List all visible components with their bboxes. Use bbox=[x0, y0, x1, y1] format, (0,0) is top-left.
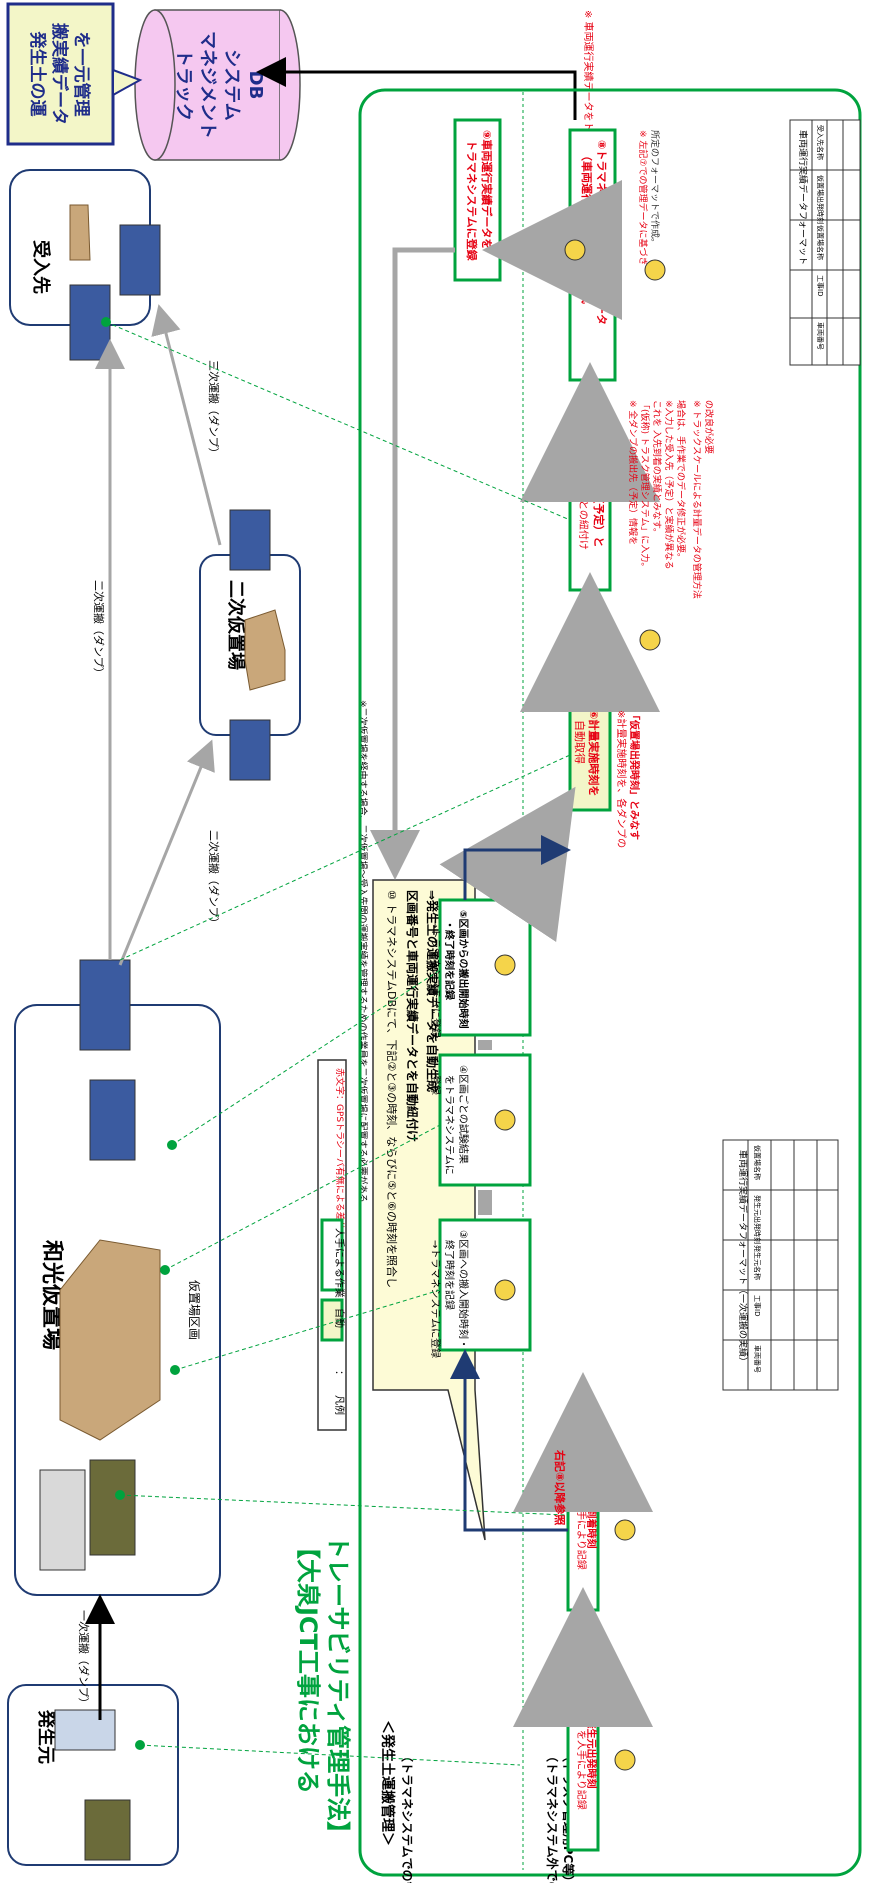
db-label-4: DB bbox=[245, 71, 266, 100]
svg-text:⑩ トラマネシステムDBにて、下記②と③の時刻、ならびに⑤と: ⑩ トラマネシステムDBにて、下記②と③の時刻、ならびに⑤と⑥の時刻を照合し bbox=[385, 890, 399, 1288]
page-title: 【大泉JCT工事における トレーサビリティ管理手法】 bbox=[294, 1535, 352, 1845]
step-6-text: ⑥計量実施時刻を bbox=[587, 710, 601, 796]
table1-title: 車両運行実績データフォーマット（一次運搬の実績） bbox=[737, 1150, 749, 1366]
svg-text:※ 左記⑦での管理データに基づき: ※ 左記⑦での管理データに基づき bbox=[637, 130, 649, 265]
database-cylinder: トラック マネジメント システム DB bbox=[135, 10, 300, 160]
wako-out-truck-icon bbox=[80, 960, 130, 1050]
legend-red-note: 赤文字：GPSトラシーバ有無による差分 bbox=[334, 1068, 346, 1230]
origin-truck-icon bbox=[85, 1800, 130, 1860]
svg-text:「(仮称) トラスク管理システム」に入力。: 「(仮称) トラスク管理システム」に入力。 bbox=[639, 400, 651, 571]
callout-text-1: 発生土の運 bbox=[27, 31, 48, 117]
callout-text-3: を一元管理 bbox=[71, 32, 92, 117]
svg-text:→トラマネシステムに登録: →トラマネシステムに登録 bbox=[429, 920, 442, 1038]
svg-text:（トラマネシステムでの管理）: （トラマネシステムでの管理） bbox=[400, 1750, 415, 1883]
table2-format: 車両運行実績データフォーマット 受入先名称 仮置場出発時刻 仮置場名称 工事ID… bbox=[790, 120, 860, 365]
step7-notes: ※ 全ダンプの搬出先（予定）情報を 「(仮称) トラスク管理システム」に入力。 … bbox=[627, 400, 715, 599]
step-3-text: ③区画への搬入開始時刻・ bbox=[457, 1230, 470, 1349]
svg-text:仮置場名称: 仮置場名称 bbox=[753, 1145, 762, 1180]
svg-text:車両番号: 車両番号 bbox=[753, 1345, 762, 1373]
svg-text:右記⑧以降参照: 右記⑧以降参照 bbox=[553, 1449, 567, 1525]
svg-text:「仮置場出発時刻」とみなす: 「仮置場出発時刻」とみなす bbox=[628, 710, 641, 840]
svg-text:（トラマネシステム外での管理）: （トラマネシステム外での管理） bbox=[545, 1750, 560, 1883]
wako-loader-icon bbox=[90, 1080, 135, 1160]
svg-text:の改良が必要: の改良が必要 bbox=[703, 400, 715, 454]
svg-text:自動取得: 自動取得 bbox=[573, 720, 587, 764]
step-1-desc: を人手により記録 bbox=[575, 1730, 588, 1810]
db-registration-arrow bbox=[262, 72, 575, 120]
db-label-1: トラック bbox=[173, 49, 194, 121]
db-label-2: マネジメント bbox=[197, 31, 218, 139]
secondary-via-label: 二次運搬（ダンプ） bbox=[207, 830, 221, 929]
wako-dump-truck-icon bbox=[40, 1470, 85, 1570]
svg-text:工事ID: 工事ID bbox=[816, 275, 825, 296]
step-2-desc: を人手により記録 bbox=[575, 1490, 588, 1570]
origin-tank-icon bbox=[55, 1710, 115, 1750]
svg-text:【大泉JCT工事における: 【大泉JCT工事における bbox=[294, 1535, 322, 1794]
svg-text:終了時刻を記録: 終了時刻を記録 bbox=[443, 1240, 456, 1310]
legend-label: 凡例 bbox=[333, 1395, 346, 1415]
secondary-site-label: 二次仮置場 bbox=[225, 580, 247, 670]
flow-5-6 bbox=[500, 810, 560, 900]
secondary-via-arrow bbox=[120, 745, 210, 965]
section-inside: （トラマネシステムでの管理） bbox=[400, 1750, 415, 1883]
step6-note: ※計量実施時刻を、各ダンプの 「仮置場出発時刻」とみなす bbox=[615, 710, 641, 848]
svg-text:車両番号との紐付け: 車両番号との紐付け bbox=[577, 460, 590, 550]
svg-text:※ 全ダンプの搬出先（予定）情報を: ※ 全ダンプの搬出先（予定）情報を bbox=[627, 400, 639, 545]
svg-text:工事ID: 工事ID bbox=[753, 1295, 762, 1316]
secondary-truck-1-icon bbox=[230, 510, 270, 570]
svg-text:トラマネシステムに登録: トラマネシステムに登録 bbox=[465, 140, 479, 262]
legend-colon: ： bbox=[333, 1370, 344, 1380]
step-8-text: ⑧トラマネシステムへの登録用データ bbox=[595, 140, 609, 325]
svg-text:区画番号と車両運行実績データとを自動紐付け: 区画番号と車両運行実績データとを自動紐付け bbox=[405, 890, 420, 1142]
primary-transport-label: 一次運搬（ダンプ） bbox=[77, 1610, 91, 1709]
svg-text:（車両運行実績データ）の作成: （車両運行実績データ）の作成 bbox=[580, 150, 594, 304]
svg-text:仮置場名称: 仮置場名称 bbox=[816, 225, 825, 260]
step8-refer-note: 右記⑧以降参照 bbox=[553, 1449, 567, 1525]
secondary-direct-label: 二次運搬（ダンプ） bbox=[92, 580, 106, 679]
destination-truck-1-icon bbox=[120, 225, 160, 295]
wako-section-label: 仮置場区画 bbox=[187, 1280, 201, 1340]
svg-text:※計量実施時刻を、各ダンプの: ※計量実施時刻を、各ダンプの bbox=[615, 710, 628, 848]
svg-text:発生元名称: 発生元名称 bbox=[753, 1245, 762, 1280]
wako-truck-icon bbox=[90, 1460, 135, 1555]
svg-text:車両番号: 車両番号 bbox=[816, 322, 825, 350]
destination-pile-icon bbox=[70, 205, 90, 260]
svg-text:・終了時刻を記録: ・終了時刻を記録 bbox=[443, 920, 456, 1001]
step-9-text: ⑨車両運行実績データを bbox=[480, 130, 494, 249]
step-4-text: ④区画ごとの試験結果 bbox=[457, 1065, 470, 1164]
db-label-3: システム bbox=[221, 49, 242, 120]
svg-text:所定のフォーマットで作成。: 所定のフォーマットで作成。 bbox=[649, 130, 661, 247]
secondary-truck-2-icon bbox=[230, 720, 270, 780]
svg-text:→トラマネシステムに登録: →トラマネシステムに登録 bbox=[429, 1240, 442, 1358]
svg-text:登録: 登録 bbox=[429, 1075, 442, 1095]
svg-text:トレーサビリティ管理手法】: トレーサビリティ管理手法】 bbox=[324, 1535, 352, 1845]
table2-title: 車両運行実績データフォーマット bbox=[797, 130, 809, 265]
table1-format: 車両運行実績データフォーマット（一次運搬の実績） 仮置場名称 発生元出発時刻 発… bbox=[723, 1140, 838, 1390]
svg-text:受入先名称: 受入先名称 bbox=[816, 125, 825, 160]
step8-note: ※ 左記⑦での管理データに基づき 所定のフォーマットで作成。 bbox=[637, 130, 661, 265]
svg-text:※ トラックスケールによる計量データの管理方法: ※ トラックスケールによる計量データの管理方法 bbox=[691, 400, 703, 599]
callout-unified-management: 発生土の運 搬実績データ を一元管理 bbox=[8, 4, 140, 144]
svg-text:発生元出発時刻: 発生元出発時刻 bbox=[753, 1195, 762, 1244]
step-5-text: ⑤区画からの搬出開始時刻 bbox=[457, 910, 470, 1028]
svg-text:場合は、手作業でのデータ修正が必要。: 場合は、手作業でのデータ修正が必要。 bbox=[675, 400, 687, 562]
flow-9-10 bbox=[395, 250, 455, 870]
origin-label: 発生元 bbox=[35, 1709, 57, 1764]
section-main-title: ＜発生土運搬管理＞ bbox=[379, 1720, 396, 1846]
svg-text:をトラマネシステムに: をトラマネシステムに bbox=[443, 1075, 455, 1175]
step-7-text: ⑦受入先（予定）と bbox=[592, 450, 606, 547]
svg-text:＜発生土運搬管理＞: ＜発生土運搬管理＞ bbox=[379, 1720, 396, 1846]
destination-label: 受入先 bbox=[30, 240, 52, 294]
legend-manual: 人手による作業 bbox=[333, 1228, 346, 1298]
legend-auto: 自動 bbox=[333, 1308, 346, 1328]
svg-text:これを 入先到着の実績とみなす。: これを 入先到着の実績とみなす。 bbox=[651, 400, 663, 537]
svg-text:仮置場出発時刻: 仮置場出発時刻 bbox=[816, 175, 825, 224]
tertiary-label: 三次運搬（ダンプ） bbox=[207, 360, 221, 459]
svg-text:※入力した受入先（予定）と実績が異なる: ※入力した受入先（予定）と実績が異なる bbox=[663, 400, 675, 570]
callout-text-2: 搬実績データ bbox=[49, 23, 70, 125]
